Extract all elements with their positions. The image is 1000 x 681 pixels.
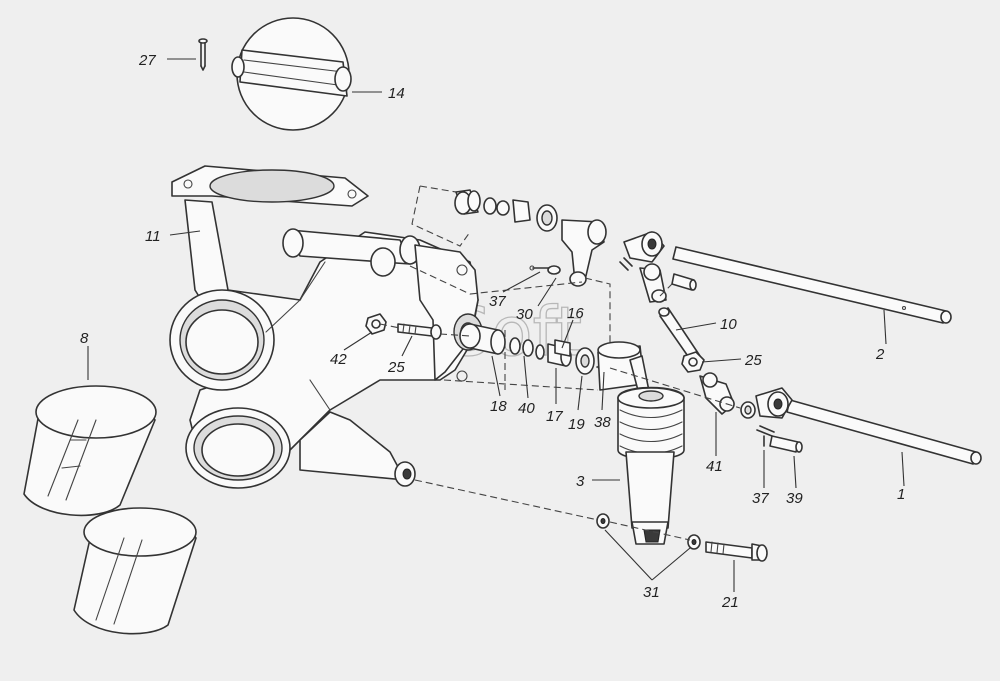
- part-18-bushing: [459, 323, 506, 355]
- callout-leaders: [87, 58, 905, 592]
- callout-41: 41: [706, 458, 723, 475]
- callout-25-left: 25: [387, 359, 405, 376]
- part-21-bolt: [705, 541, 768, 562]
- callout-17: 17: [546, 408, 563, 425]
- callout-37-upper: 37: [489, 293, 506, 310]
- part-1-rod: [786, 399, 982, 465]
- callout-25-right: 25: [744, 352, 762, 369]
- part-rod-2-clevis: [623, 231, 665, 263]
- part-25-bolt-left: [397, 323, 442, 340]
- part-8-pipe-sleeves: [23, 385, 197, 635]
- callout-42: 42: [330, 351, 347, 368]
- callout-2: 2: [875, 346, 885, 363]
- part-41-link: [699, 372, 735, 415]
- callout-11: 11: [145, 228, 161, 245]
- callout-3: 3: [576, 473, 585, 490]
- part-40-washer: [509, 337, 545, 360]
- callout-10: 10: [720, 316, 737, 333]
- part-31-washers: [596, 513, 701, 550]
- part-19-washer: [575, 347, 595, 375]
- callout-40: 40: [518, 400, 535, 417]
- callout-21: 21: [721, 594, 739, 611]
- part-39-pin: [769, 435, 803, 453]
- part-washer-right: [740, 401, 756, 419]
- callout-27: 27: [138, 52, 156, 69]
- callout-18: 18: [490, 398, 507, 415]
- upper-bushing-cluster: [454, 189, 558, 232]
- callout-38: 38: [594, 414, 611, 431]
- part-11-valve-housing: [169, 165, 483, 489]
- callout-labels: 27 14 11 8 37 30 16 10 2 42 25 25 18 40 …: [80, 52, 905, 611]
- part-rod-1-clevis: [755, 387, 793, 419]
- part-3-brake-cylinder: [597, 341, 685, 545]
- callout-37-lower: 37: [752, 490, 769, 507]
- callout-30: 30: [516, 306, 533, 323]
- callout-8: 8: [80, 330, 89, 347]
- part-link-swivel: [639, 263, 667, 303]
- callout-39: 39: [786, 490, 803, 507]
- part-37-split-pin-lower: [756, 425, 775, 447]
- callout-16: 16: [567, 305, 584, 322]
- part-37-split-pin-upper: [619, 257, 633, 271]
- assembly-center-lines: [379, 265, 741, 541]
- part-25-nut-right: [681, 351, 705, 373]
- part-pin-upper: [671, 273, 697, 291]
- part-2-rod: [672, 246, 952, 324]
- callout-14: 14: [388, 85, 405, 102]
- part-27-pin: [198, 38, 208, 71]
- callout-1: 1: [897, 486, 905, 503]
- part-14-valve-flap: [231, 17, 352, 131]
- callout-19: 19: [568, 416, 585, 433]
- part-lever-arm-upper: [561, 219, 607, 287]
- part-42-nut: [365, 313, 387, 335]
- callout-31: 31: [643, 584, 660, 601]
- part-37-30-small-pins: [529, 265, 561, 275]
